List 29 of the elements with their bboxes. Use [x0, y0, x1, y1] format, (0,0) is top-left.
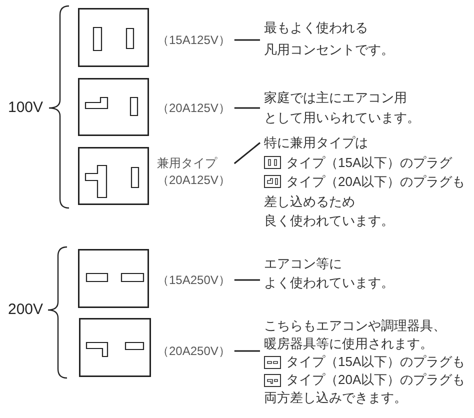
description-text: こちらもエアコンや調理器具、	[264, 317, 446, 335]
rating-label: （20A125V）	[157, 172, 230, 189]
description-text: よく使われています。	[264, 274, 394, 292]
rating-label: （20A250V）	[157, 343, 230, 359]
connector-line	[234, 279, 260, 281]
description-text: 凡用コンセントです。	[264, 41, 394, 59]
rating-label: （20A125V）	[157, 100, 230, 116]
description-text: として用いられています。	[264, 109, 420, 127]
description-text: エアコン等に	[264, 255, 342, 273]
rating-label: （15A125V）	[157, 32, 230, 48]
connector-line	[234, 350, 260, 352]
description-text: 良く使われています。	[264, 212, 394, 230]
connector-line	[234, 107, 260, 109]
description-text: タイプ（15A以下）のプラグ	[286, 154, 452, 172]
rating-label: 兼用タイプ	[157, 155, 217, 172]
rating-label: （15A250V）	[157, 272, 230, 288]
description-text: タイプ（15A以下）のプラグも	[286, 353, 466, 371]
description-text: 特に兼用タイプは	[264, 134, 368, 152]
description-text: タイプ（20A以下）のプラグも	[286, 371, 466, 389]
connector-line	[234, 39, 260, 41]
description-text: 差し込めるため	[264, 192, 355, 210]
description-text: 最もよく使われる	[264, 19, 368, 37]
description-text: 暖房器具等に使用されます。	[264, 335, 433, 353]
description-text: 家庭では主にエアコン用	[264, 89, 407, 107]
voltage-label: 100V	[8, 99, 44, 117]
description-text: タイプ（20A以下）のプラグも	[286, 173, 466, 191]
connector-line	[234, 142, 260, 164]
voltage-label: 200V	[8, 301, 44, 319]
description-text: 両方差し込みできます。	[264, 389, 407, 407]
